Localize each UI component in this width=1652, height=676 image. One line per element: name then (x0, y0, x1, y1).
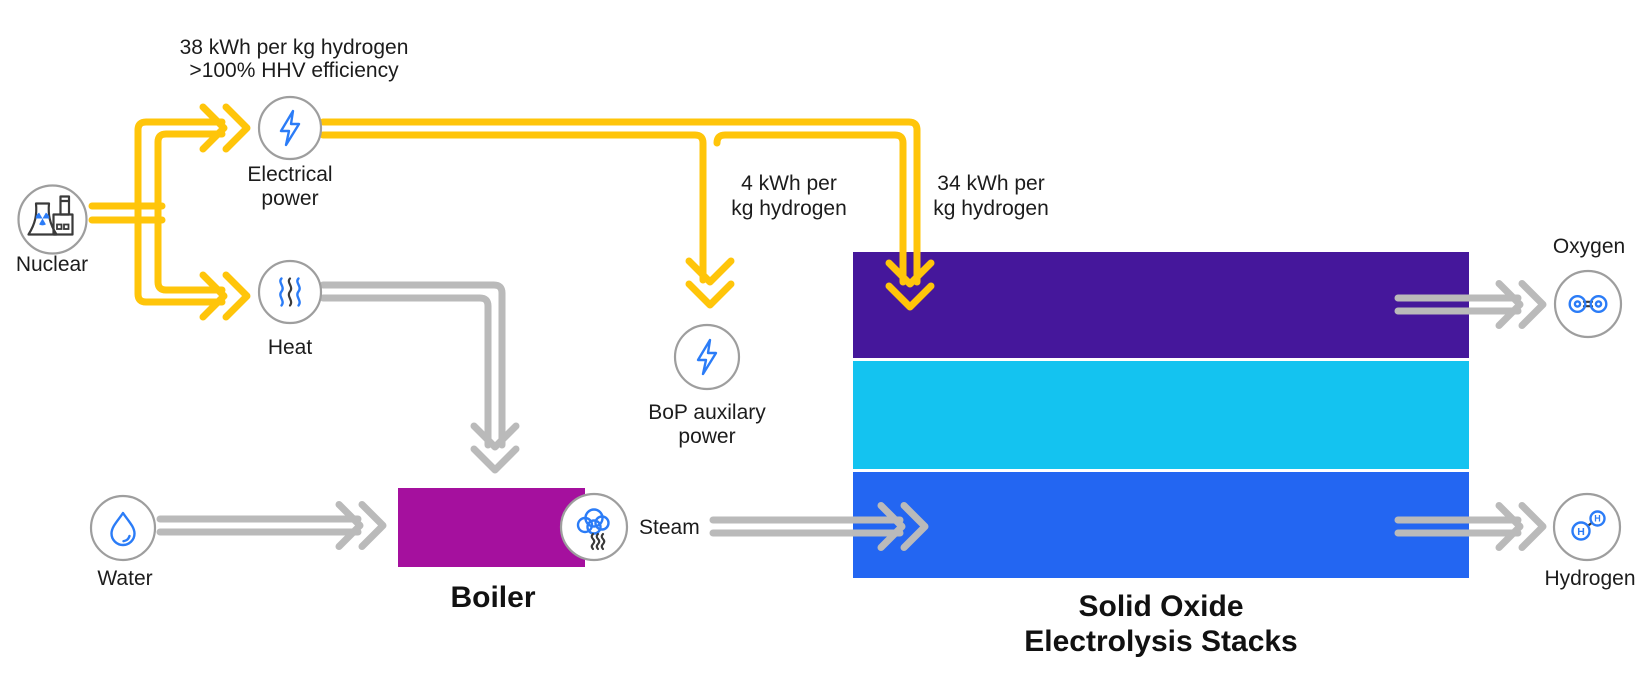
bop-label-line1: BoP auxilary (648, 401, 766, 424)
steam-node (559, 492, 629, 562)
heat-node (257, 259, 323, 325)
steam-label: Steam (639, 516, 700, 539)
hydrogen-circle (1552, 492, 1622, 562)
bop-label-line2: power (678, 425, 736, 448)
oxygen-label: Oxygen (1552, 235, 1626, 258)
water-droplet-icon (110, 511, 136, 547)
h-atom-label: H (1577, 526, 1585, 538)
heat-waves-icon (279, 277, 301, 307)
heat-label: Heat (267, 336, 313, 359)
electrical-power-node (257, 95, 323, 161)
heat-to-boiler-arrow (319, 281, 520, 474)
nuclear-label: Nuclear (15, 253, 89, 276)
electrical-note-line2: >100% HHV efficiency (189, 59, 399, 82)
boiler-block (398, 488, 585, 567)
radiation-trefoil (35, 212, 50, 226)
bop-circle (673, 323, 741, 391)
stack-note-line2: kg hydrogen (933, 197, 1049, 220)
to-heat-arrowhead (199, 271, 251, 321)
hydrogen-node: H H (1552, 492, 1622, 562)
water-label: Water (97, 567, 153, 590)
electrical-power-label-line2: power (261, 187, 319, 210)
bop-note-line2: kg hydrogen (731, 197, 847, 220)
steam-wisps (590, 532, 606, 551)
steam-to-stack-arrow (709, 502, 929, 551)
stack-to-oxygen-arrow (1394, 280, 1547, 329)
stacks-title-line2: Electrolysis Stacks (1024, 625, 1298, 658)
nuclear-output-arrow (88, 118, 226, 306)
boiler-rect (398, 488, 585, 567)
bop-note-line1: 4 kWh per (741, 172, 837, 195)
hydrogen-label: Hydrogen (1544, 567, 1636, 590)
water-to-boiler-arrow (156, 501, 387, 550)
stack-layer-middle (853, 361, 1469, 469)
boiler-title: Boiler (450, 581, 536, 614)
lightning-bolt-icon (696, 338, 718, 376)
stack-layer-top (853, 252, 1469, 358)
oxygen-node (1553, 269, 1623, 339)
electrical-to-stack-arrow (319, 118, 935, 311)
bop-power-node (673, 323, 741, 391)
electrolysis-stack-block (853, 252, 1469, 578)
electrical-note-line1: 38 kWh per kg hydrogen (179, 36, 409, 59)
steam-cloud-icon (576, 508, 610, 551)
h-atom-label: H (1594, 514, 1601, 524)
oxygen-molecule-icon (1568, 294, 1608, 314)
to-electrical-power-arrowhead (199, 103, 251, 153)
oxygen-circle (1553, 269, 1623, 339)
water-circle (89, 494, 157, 562)
electrical-to-bop-arrow (319, 131, 735, 309)
nuclear-node (17, 184, 88, 255)
lightning-bolt-icon (279, 109, 301, 147)
hydrogen-molecule-icon: H H (1571, 510, 1606, 541)
stacks-title-line1: Solid Oxide (1078, 590, 1244, 623)
stack-to-hydrogen-arrow (1394, 502, 1547, 551)
stack-layer-bottom (853, 472, 1469, 578)
electrical-power-circle (257, 95, 323, 161)
stack-note-line1: 34 kWh per (937, 172, 1045, 195)
nuclear-plant-icon (27, 195, 74, 236)
electrical-power-label-line1: Electrical (247, 163, 333, 186)
water-node (89, 494, 157, 562)
